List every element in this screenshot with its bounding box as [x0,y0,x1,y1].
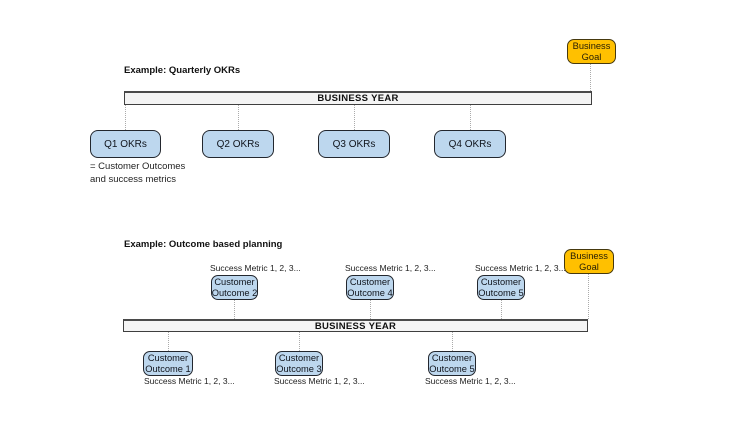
success-metric-label-above-2: Success Metric 1, 2, 3... [345,263,436,273]
business-goal-bottom-line1: Business [570,250,608,261]
customer-outcome-4-line2: Outcome 4 [347,287,393,298]
customer-outcome-3-line2: Outcome 3 [276,363,322,374]
business-goal-label-line1: Business [572,40,611,51]
customer-outcome-3-node: Customer Outcome 3 [275,351,323,376]
business-goal-node-top: Business Goal [567,39,616,64]
success-metric-label-below-2: Success Metric 1, 2, 3... [274,376,365,386]
customer-outcome-5-below-node: Customer Outcome 5 [428,351,476,376]
business-year-label-top: BUSINESS YEAR [317,93,399,104]
success-metric-label-below-1: Success Metric 1, 2, 3... [144,376,235,386]
connector-outcome4-to-bar [370,300,371,319]
quarterly-okrs-title: Example: Quarterly OKRs [124,65,241,76]
connector-bar-to-outcome5-below [452,332,453,351]
connector-goal-to-bar-bottom [588,274,589,319]
customer-outcome-1-line1: Customer [147,352,189,363]
legend-caption: = Customer Outcomes and success metrics [90,161,185,186]
customer-outcome-3-line1: Customer [278,352,320,363]
customer-outcome-1-node: Customer Outcome 1 [143,351,193,376]
business-goal-label-line2: Goal [581,51,602,62]
customer-outcome-4-line1: Customer [349,276,391,287]
customer-outcome-5-below-line1: Customer [431,352,473,363]
success-metric-label-above-1: Success Metric 1, 2, 3... [210,263,301,273]
business-goal-bottom-line2: Goal [579,261,599,272]
connector-bar-to-outcome3 [299,332,300,351]
success-metric-label-below-3: Success Metric 1, 2, 3... [425,376,516,386]
legend-caption-line2: and success metrics [90,173,177,185]
q2-okrs-node: Q2 OKRs [202,130,274,158]
connector-outcome2-to-bar [234,300,235,319]
q2-okrs-label: Q2 OKRs [216,138,260,150]
customer-outcome-5-above-node: Customer Outcome 5 [477,275,525,300]
customer-outcome-2-line2: Outcome 2 [211,287,258,298]
q3-okrs-label: Q3 OKRs [332,138,376,150]
connector-bar-to-q3 [354,105,355,130]
connector-bar-to-q2 [238,105,239,130]
connector-bar-to-q4 [470,105,471,130]
business-year-bar-top: BUSINESS YEAR [124,91,592,105]
business-goal-node-bottom: Business Goal [564,249,614,274]
customer-outcome-5-above-line2: Outcome 5 [478,287,524,298]
customer-outcome-5-below-line2: Outcome 5 [429,363,475,374]
q3-okrs-node: Q3 OKRs [318,130,390,158]
connector-outcome5-above-to-bar [501,300,502,319]
customer-outcome-5-above-line1: Customer [480,276,522,287]
legend-caption-line1: = Customer Outcomes [90,161,186,172]
connector-bar-to-outcome1 [168,332,169,351]
customer-outcome-4-node: Customer Outcome 4 [346,275,394,300]
q4-okrs-node: Q4 OKRs [434,130,506,158]
customer-outcome-1-line2: Outcome 1 [145,363,191,374]
outcome-planning-title: Example: Outcome based planning [124,239,283,250]
q4-okrs-label: Q4 OKRs [448,138,492,150]
customer-outcome-2-node: Customer Outcome 2 [211,275,258,300]
business-year-bar-bottom: BUSINESS YEAR [123,319,588,332]
connector-bar-to-q1 [125,105,126,130]
success-metric-label-above-3: Success Metric 1, 2, 3... [475,263,566,273]
connector-goal-to-bar-top [590,64,591,91]
business-year-label-bottom: BUSINESS YEAR [314,320,397,332]
customer-outcome-2-line1: Customer [214,276,255,287]
q1-okrs-label: Q1 OKRs [104,138,147,150]
q1-okrs-node: Q1 OKRs [90,130,161,158]
